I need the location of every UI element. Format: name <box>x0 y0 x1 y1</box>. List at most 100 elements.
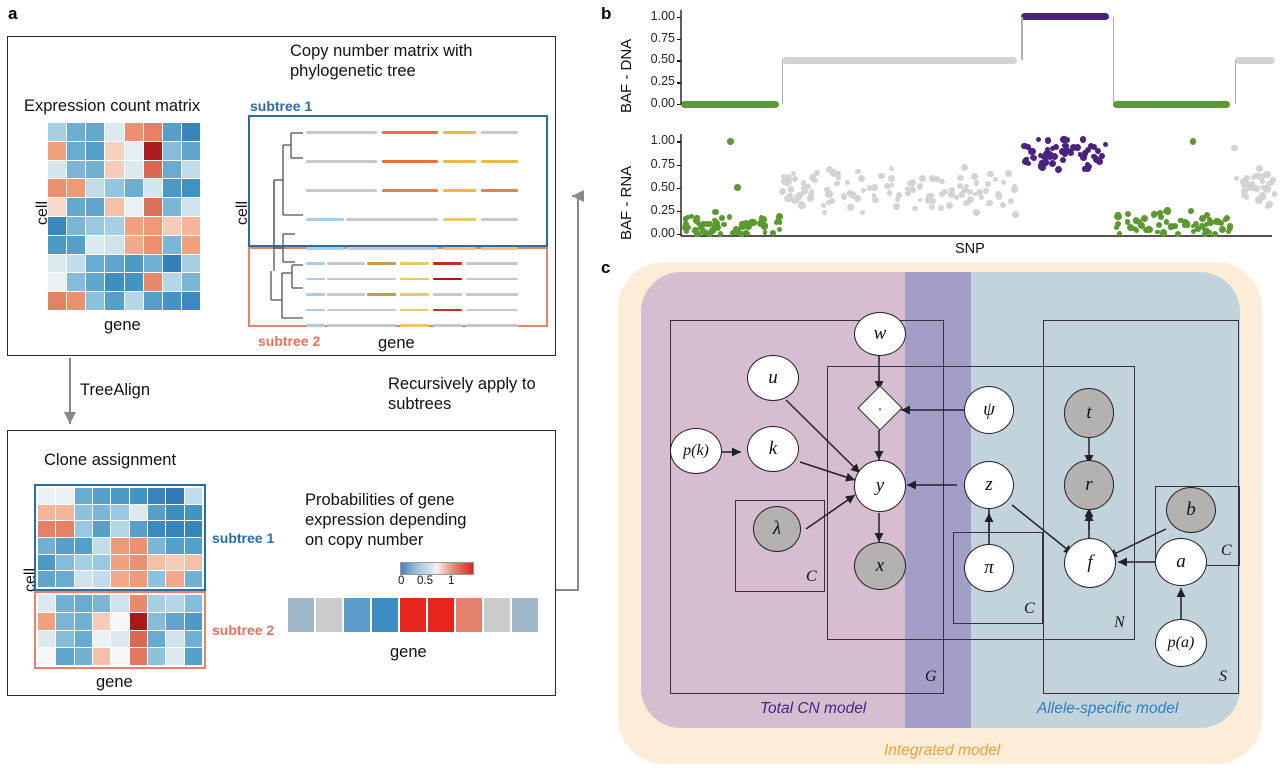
recursive-label-line2: subtrees <box>388 395 452 413</box>
cn-matrix-title-line1: Copy number matrix with <box>290 42 473 60</box>
baf-rna-point <box>826 166 834 174</box>
baf-rna-point <box>1012 184 1018 190</box>
baf-rna-point <box>1233 176 1240 182</box>
baf-rna-point <box>1091 153 1097 159</box>
prob-title-line1: Probabilities of gene <box>305 491 455 509</box>
baf-rna-point <box>895 197 900 202</box>
baf-rna-point <box>813 170 821 177</box>
baf-rna-point <box>803 188 809 194</box>
heatmap-cell <box>48 141 67 160</box>
clone-subtree1-box <box>34 484 206 591</box>
baf-rna-point <box>886 190 892 196</box>
baf-rna-point <box>1007 198 1015 205</box>
heatmap-cell <box>143 254 162 273</box>
baf-rna-point <box>1040 153 1048 161</box>
heatmap-cell <box>148 648 166 665</box>
cn-subtree2-segment <box>400 324 429 327</box>
axis-tick-label: 0.75 <box>650 156 675 171</box>
baf-rna-point <box>1225 228 1232 234</box>
baf-rna-point <box>924 197 932 204</box>
baf-dna-connector <box>1112 16 1115 104</box>
heatmap-cell <box>105 254 124 273</box>
cn-subtree1-segment <box>480 189 519 192</box>
heatmap-cell <box>86 198 105 216</box>
heatmap-cell <box>93 521 111 537</box>
g-plate-label: G <box>925 668 937 685</box>
baf-rna-point <box>1063 147 1070 154</box>
panel-letter-b: b <box>601 4 612 23</box>
baf-rna-point <box>961 186 968 193</box>
baf-rna-point <box>1054 165 1062 173</box>
cn-subtree2-segment <box>367 293 396 296</box>
heatmap-cell <box>86 179 105 198</box>
heatmap-cell <box>162 273 181 292</box>
cn-subtree1-segment <box>480 247 519 250</box>
baf-rna-point <box>1269 176 1276 183</box>
heatmap-cell <box>129 595 147 612</box>
heatmap-cell <box>162 292 181 310</box>
heatmap-cell <box>105 273 124 292</box>
baf-rna-point <box>957 174 964 182</box>
heatmap-cell <box>184 538 202 554</box>
cn-subtree2-segment <box>466 308 519 312</box>
heatmap-cell <box>67 141 86 160</box>
baf-rna-point <box>1231 144 1238 152</box>
cn-subtree2-segment <box>466 293 519 296</box>
baf-rna-point <box>855 168 861 175</box>
baf-rna-point <box>933 176 940 183</box>
baf-rna-point <box>930 197 937 204</box>
baf-rna-point <box>905 190 911 196</box>
pi-plate <box>953 532 1043 624</box>
baf-dna-segment <box>1234 56 1275 64</box>
heatmap-cell <box>166 554 184 571</box>
baf-rna-point <box>1207 219 1215 226</box>
baf-rna-point <box>1157 213 1164 220</box>
baf-rna-point <box>1259 178 1266 184</box>
heatmap-cell <box>166 504 184 521</box>
axis-tick-mark <box>677 164 681 166</box>
heatmap-cell <box>74 504 92 521</box>
baf-rna-point <box>730 229 737 236</box>
heatmap-cell <box>181 160 200 179</box>
baf-rna-point <box>1217 219 1224 226</box>
baf-rna-point <box>698 222 705 230</box>
heatmap-cell <box>162 254 181 273</box>
heatmap-cell <box>48 123 67 141</box>
baf-rna-point <box>1164 208 1171 215</box>
baf-dna-y-axis-title: BAF - DNA <box>618 38 635 113</box>
heatmap-cell <box>74 571 92 587</box>
colorbar-tick-1: 1 <box>448 575 455 587</box>
heatmap-cell <box>111 571 129 587</box>
pi-plate-label: C <box>1024 600 1035 617</box>
heatmap-cell <box>111 648 129 665</box>
cn-gene-axis-label: gene <box>378 334 415 352</box>
baf-rna-point <box>800 180 807 187</box>
baf-rna-point <box>712 217 717 223</box>
heatmap-cell <box>181 141 200 160</box>
heatmap-cell <box>143 292 162 310</box>
baf-rna-point <box>973 180 980 186</box>
heatmap-cell <box>105 123 124 141</box>
baf-rna-point <box>1206 216 1212 222</box>
heatmap-cell <box>184 488 202 504</box>
cn-subtree1-segment <box>442 160 476 163</box>
baf-rna-point <box>1093 156 1101 164</box>
heatmap-cell <box>124 141 143 160</box>
baf-rna-point <box>685 215 691 220</box>
axis-tick-label: 0.25 <box>650 74 675 89</box>
heatmap-cell <box>184 554 202 571</box>
heatmap-cell <box>184 504 202 521</box>
cn-subtree1-label: subtree 1 <box>250 98 313 114</box>
baf-rna-point <box>1263 171 1271 179</box>
baf-rna-point <box>1114 224 1120 231</box>
baf-rna-point <box>776 226 783 233</box>
baf-rna-point <box>1227 223 1233 229</box>
heatmap-cell <box>111 612 129 630</box>
baf-rna-point <box>1168 222 1175 229</box>
cn-subtree2-segment <box>306 324 325 327</box>
heatmap-cell <box>124 235 143 254</box>
baf-rna-point <box>726 213 733 220</box>
panel-letter-c: c <box>601 258 611 277</box>
cn-subtree1-segment <box>346 247 439 250</box>
baf-rna-point <box>1005 169 1012 177</box>
